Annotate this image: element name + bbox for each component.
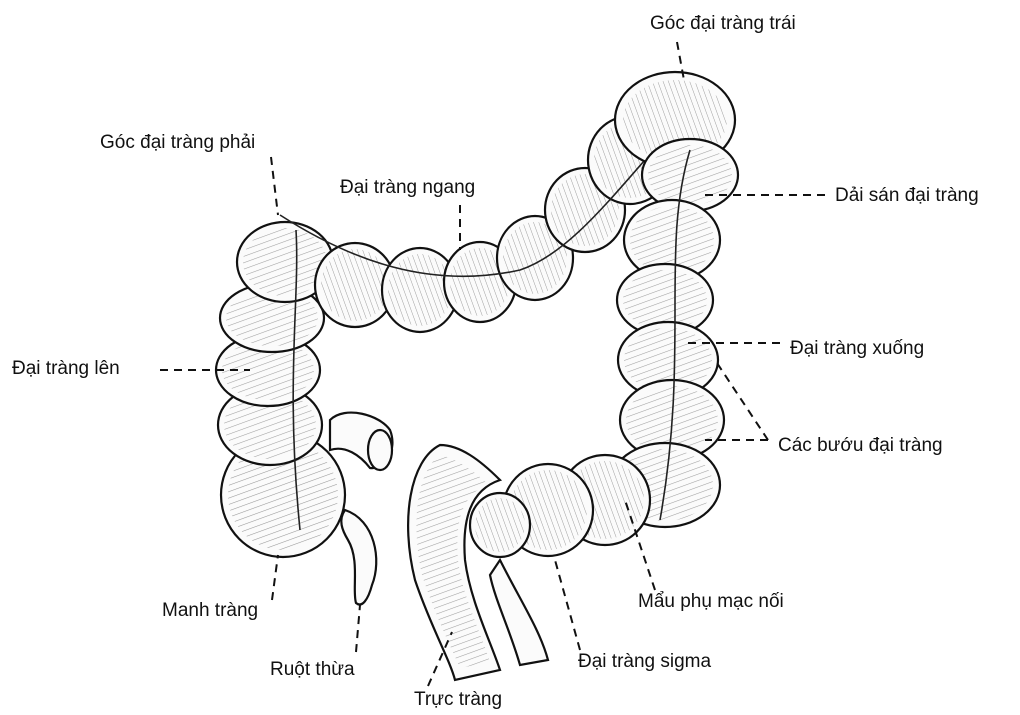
label-transverse-colon: Đại tràng ngang <box>340 178 475 197</box>
label-right-colic-flexure: Góc đại tràng phải <box>100 133 255 152</box>
sigmoid-colon-shape <box>470 455 650 557</box>
leader-right-flexure <box>271 157 278 215</box>
leader-appendix <box>356 605 360 652</box>
label-left-colic-flexure: Góc đại tràng trái <box>650 14 796 33</box>
label-haustra: Các bướu đại tràng <box>778 436 943 455</box>
label-sigmoid-colon: Đại tràng sigma <box>578 652 711 671</box>
label-rectum: Trực tràng <box>414 690 502 709</box>
label-descending-colon: Đại tràng xuống <box>790 339 924 358</box>
label-cecum: Manh tràng <box>162 601 258 620</box>
label-epiploic-appendices: Mẩu phụ mạc nối <box>638 592 784 611</box>
ileum-shape <box>330 413 392 470</box>
appendix-shape <box>341 510 376 604</box>
leader-sigmoid <box>555 560 580 650</box>
label-appendix: Ruột thừa <box>270 660 355 679</box>
leader-cecum <box>272 555 278 600</box>
label-ascending-colon: Đại tràng lên <box>12 359 120 378</box>
label-taenia-coli: Dải sán đại tràng <box>835 186 979 205</box>
